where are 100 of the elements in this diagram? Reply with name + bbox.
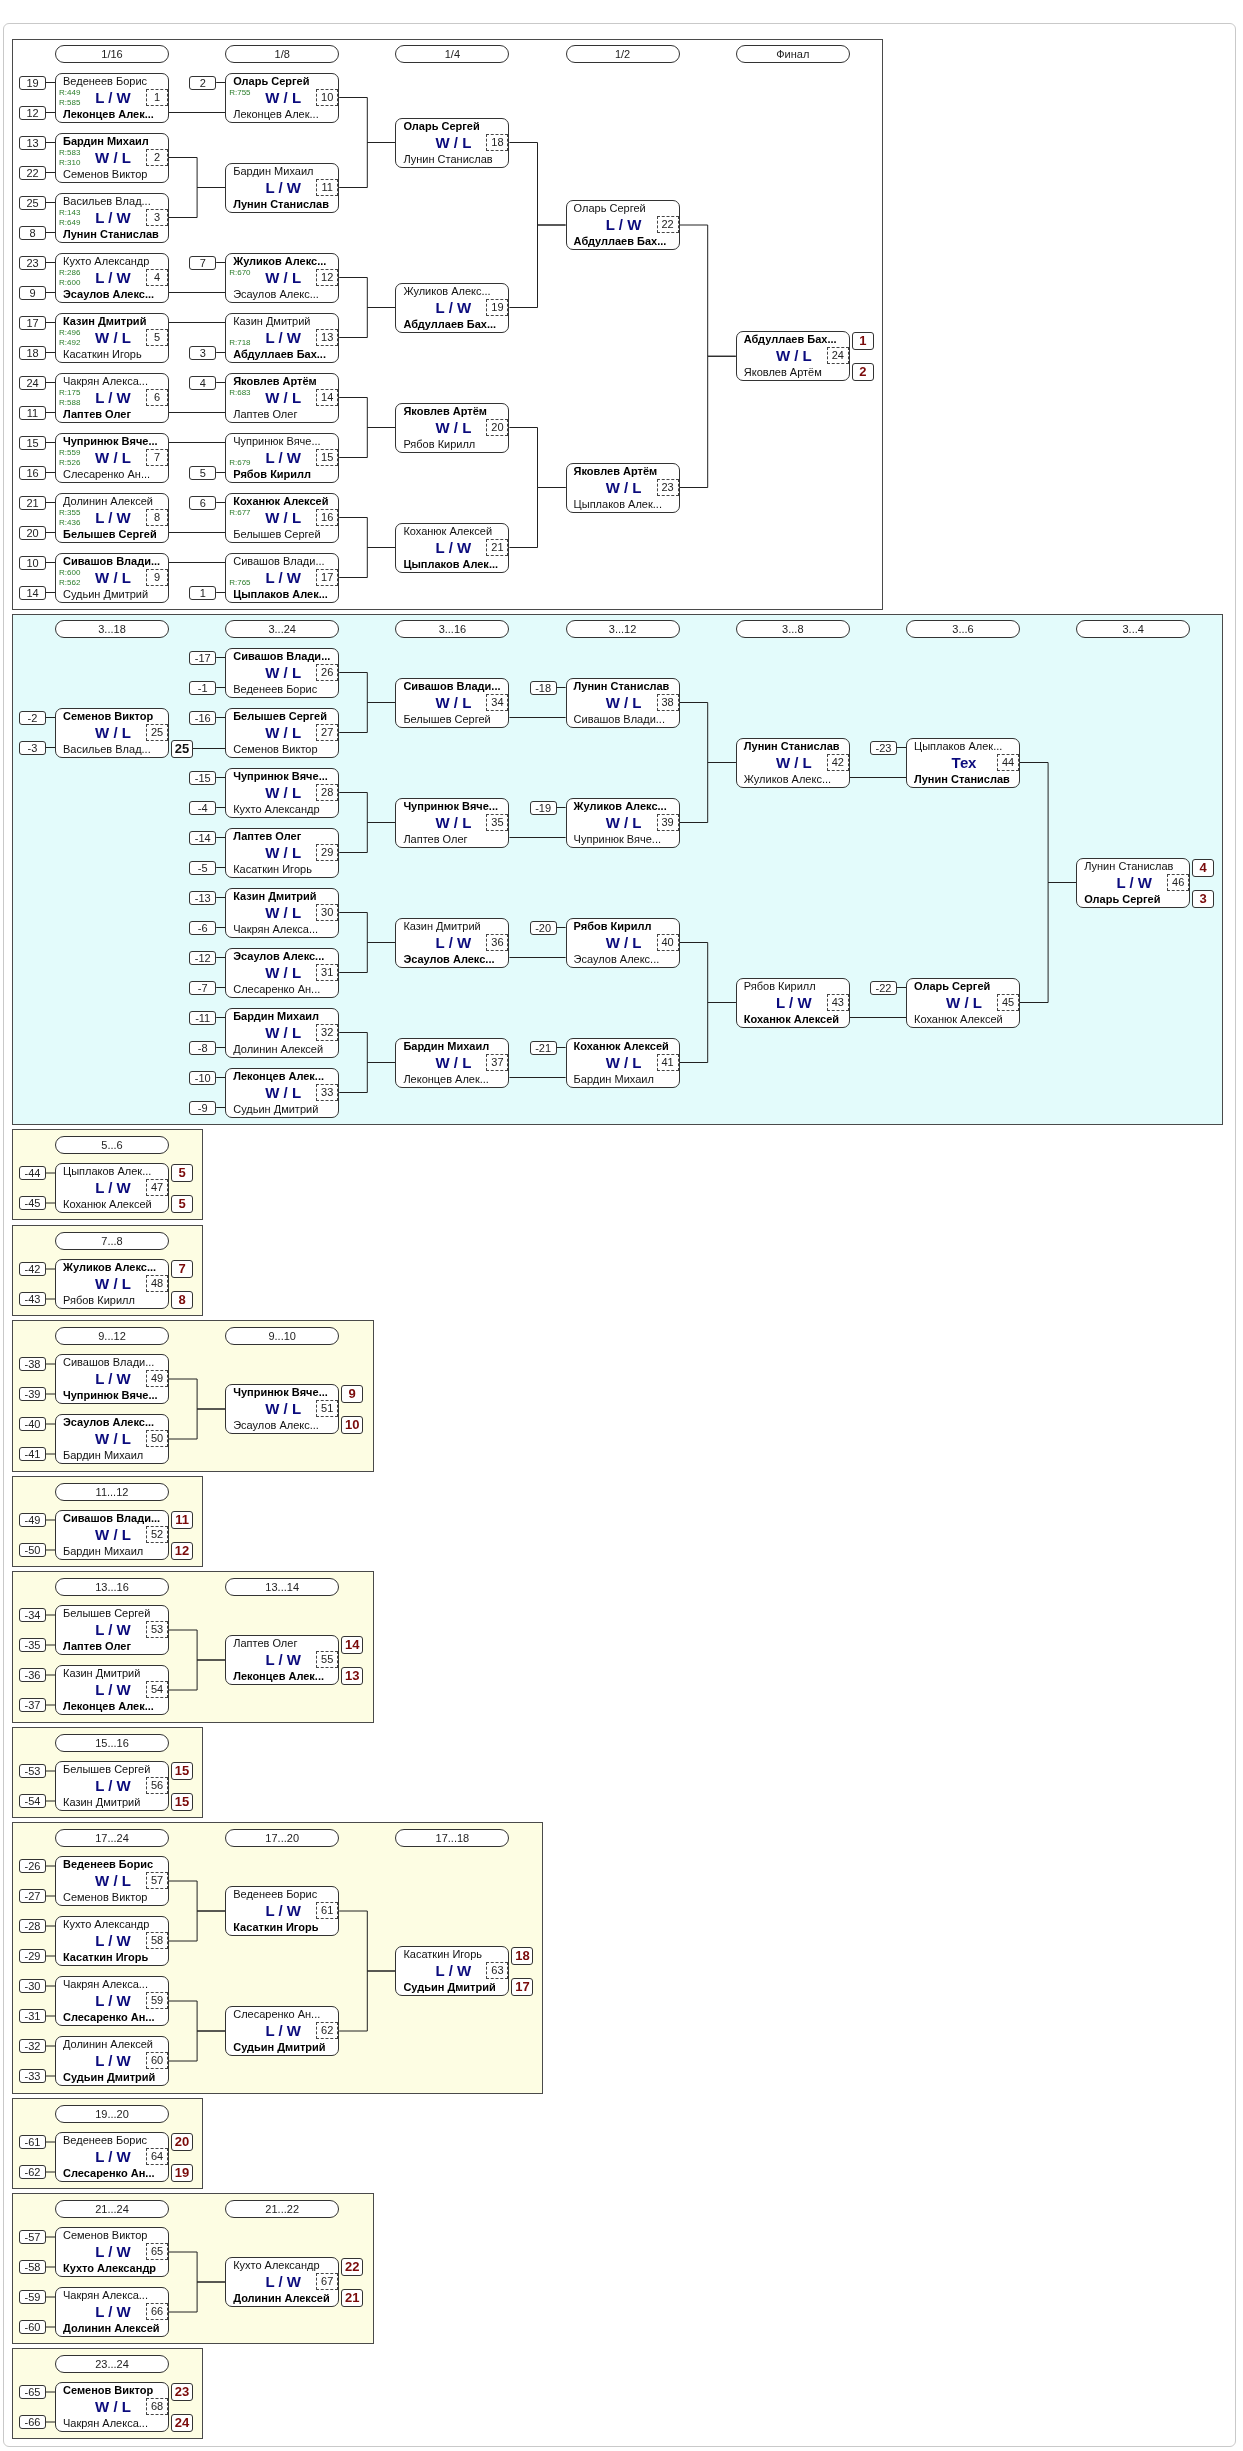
match-card: [225, 162, 340, 213]
connector-line: [45, 1895, 56, 1897]
place-tag: 10: [341, 1416, 364, 1434]
match-card: [225, 1886, 340, 1936]
place-tag: 7: [171, 1260, 193, 1278]
match-number: 9: [146, 568, 168, 586]
player-name: Судьин Дмитрий: [233, 1102, 319, 1116]
player-name: Чупринюк Вяче...: [233, 1386, 328, 1399]
match-number: 30: [316, 903, 339, 921]
match-score: W / L: [95, 147, 131, 168]
connector-line: [896, 987, 907, 988]
match-score: L / W: [265, 447, 301, 468]
player-rating: R:436: [59, 517, 81, 527]
player-name: Казин Дмитрий: [63, 314, 147, 328]
player-rating: R:143: [59, 207, 81, 217]
connector-line: [192, 748, 226, 749]
match-number: 25: [146, 723, 168, 741]
match-score: W / L: [95, 567, 131, 588]
round-header: 1/8: [225, 45, 340, 63]
player-rating: R:600: [59, 277, 81, 287]
match-card: [55, 1761, 169, 1811]
player-name: Лунин Станислав: [743, 739, 840, 753]
match-card: [55, 1605, 169, 1655]
match-card: [55, 72, 169, 123]
player-name: Чакрян Алекса...: [63, 2417, 148, 2430]
seed-tag: -61: [19, 2135, 46, 2149]
match-score: L / W: [435, 932, 472, 953]
match-number: 33: [316, 1083, 339, 1101]
match-number: 68: [146, 2398, 168, 2415]
match-number: 28: [316, 783, 339, 801]
match-score: L / W: [95, 1369, 131, 1389]
connector-line: [168, 322, 226, 323]
match-score: W / L: [265, 1399, 302, 1419]
match-card: [55, 432, 169, 483]
player-name: Коханюк Алексей: [63, 1198, 152, 1211]
connector-line: [45, 1393, 56, 1395]
match-number: 57: [146, 1872, 168, 1889]
player-name: Леконцев Алек...: [63, 1700, 154, 1713]
match-score: W / L: [605, 1052, 642, 1073]
player-name: Слесаренко Ан...: [233, 982, 321, 996]
match-card: [565, 200, 680, 250]
match-number: 46: [1167, 873, 1190, 891]
seed-tag: -36: [19, 1668, 46, 1682]
match-number: 16: [316, 508, 339, 526]
match-card: [906, 977, 1020, 1028]
connector-line: [168, 1659, 226, 1691]
match-card: [565, 462, 680, 513]
player-name: Кухто Александр: [63, 254, 150, 268]
place-tag: 9: [341, 1385, 364, 1403]
match-score: W / L: [435, 692, 472, 713]
player-name: Веденеев Борис: [63, 74, 148, 88]
match-number: 19: [486, 298, 509, 316]
connector-line: [508, 717, 567, 718]
player-name: Жуликов Алекс...: [403, 284, 491, 298]
connector-line: [168, 442, 226, 443]
connector-line: [45, 1172, 56, 1174]
match-number: 14: [316, 388, 339, 406]
place-tag: 15: [171, 1793, 193, 1811]
seed-tag: -60: [19, 2320, 46, 2334]
player-rating: R:718: [229, 337, 251, 347]
connector-line: [45, 1614, 56, 1616]
match-card: [55, 1259, 169, 1309]
player-name: Сивашов Влади...: [233, 649, 331, 663]
match-number: 24: [826, 347, 849, 365]
place-tag: 24: [171, 2414, 193, 2432]
match-number: 2: [146, 148, 168, 166]
round-header: 17...20: [225, 1829, 340, 1847]
match-score: L / W: [95, 267, 131, 288]
player-name: Лунин Станислав: [914, 772, 1010, 786]
player-name: Слесаренко Ан...: [63, 467, 151, 481]
connector-line: [338, 427, 396, 458]
player-name: Абдуллаев Бах...: [403, 317, 497, 331]
connector-line: [45, 112, 56, 113]
match-score: W / L: [265, 87, 302, 108]
match-card: [55, 312, 169, 363]
round-header: 13...16: [55, 1578, 169, 1596]
match-card: [55, 2382, 169, 2432]
match-card: [735, 737, 850, 788]
match-score: L / W: [95, 1680, 131, 1700]
player-name: Белышев Сергей: [63, 1607, 151, 1620]
place-tag: 15: [171, 1762, 193, 1780]
match-number: 56: [146, 1777, 168, 1794]
match-score: W / L: [95, 1274, 131, 1294]
match-card: [395, 1037, 510, 1088]
match-number: 63: [486, 1962, 509, 1979]
match-number: 35: [486, 813, 509, 831]
match-card: [395, 402, 510, 453]
player-rating: R:526: [59, 457, 81, 467]
connector-line: [338, 547, 396, 578]
match-number: 38: [656, 693, 679, 711]
player-name: Семенов Виктор: [233, 742, 318, 756]
place-tag: 8: [171, 1291, 193, 1309]
match-number: 39: [656, 813, 679, 831]
player-name: Бардин Михаил: [233, 164, 314, 178]
connector-line: [45, 1704, 56, 1706]
player-name: Коханюк Алексей: [573, 1039, 669, 1053]
match-card: [225, 1384, 340, 1434]
match-score: L / W: [435, 537, 472, 558]
player-name: Коханюк Алексей: [233, 494, 329, 508]
player-name: Лаптев Олег: [233, 407, 298, 421]
